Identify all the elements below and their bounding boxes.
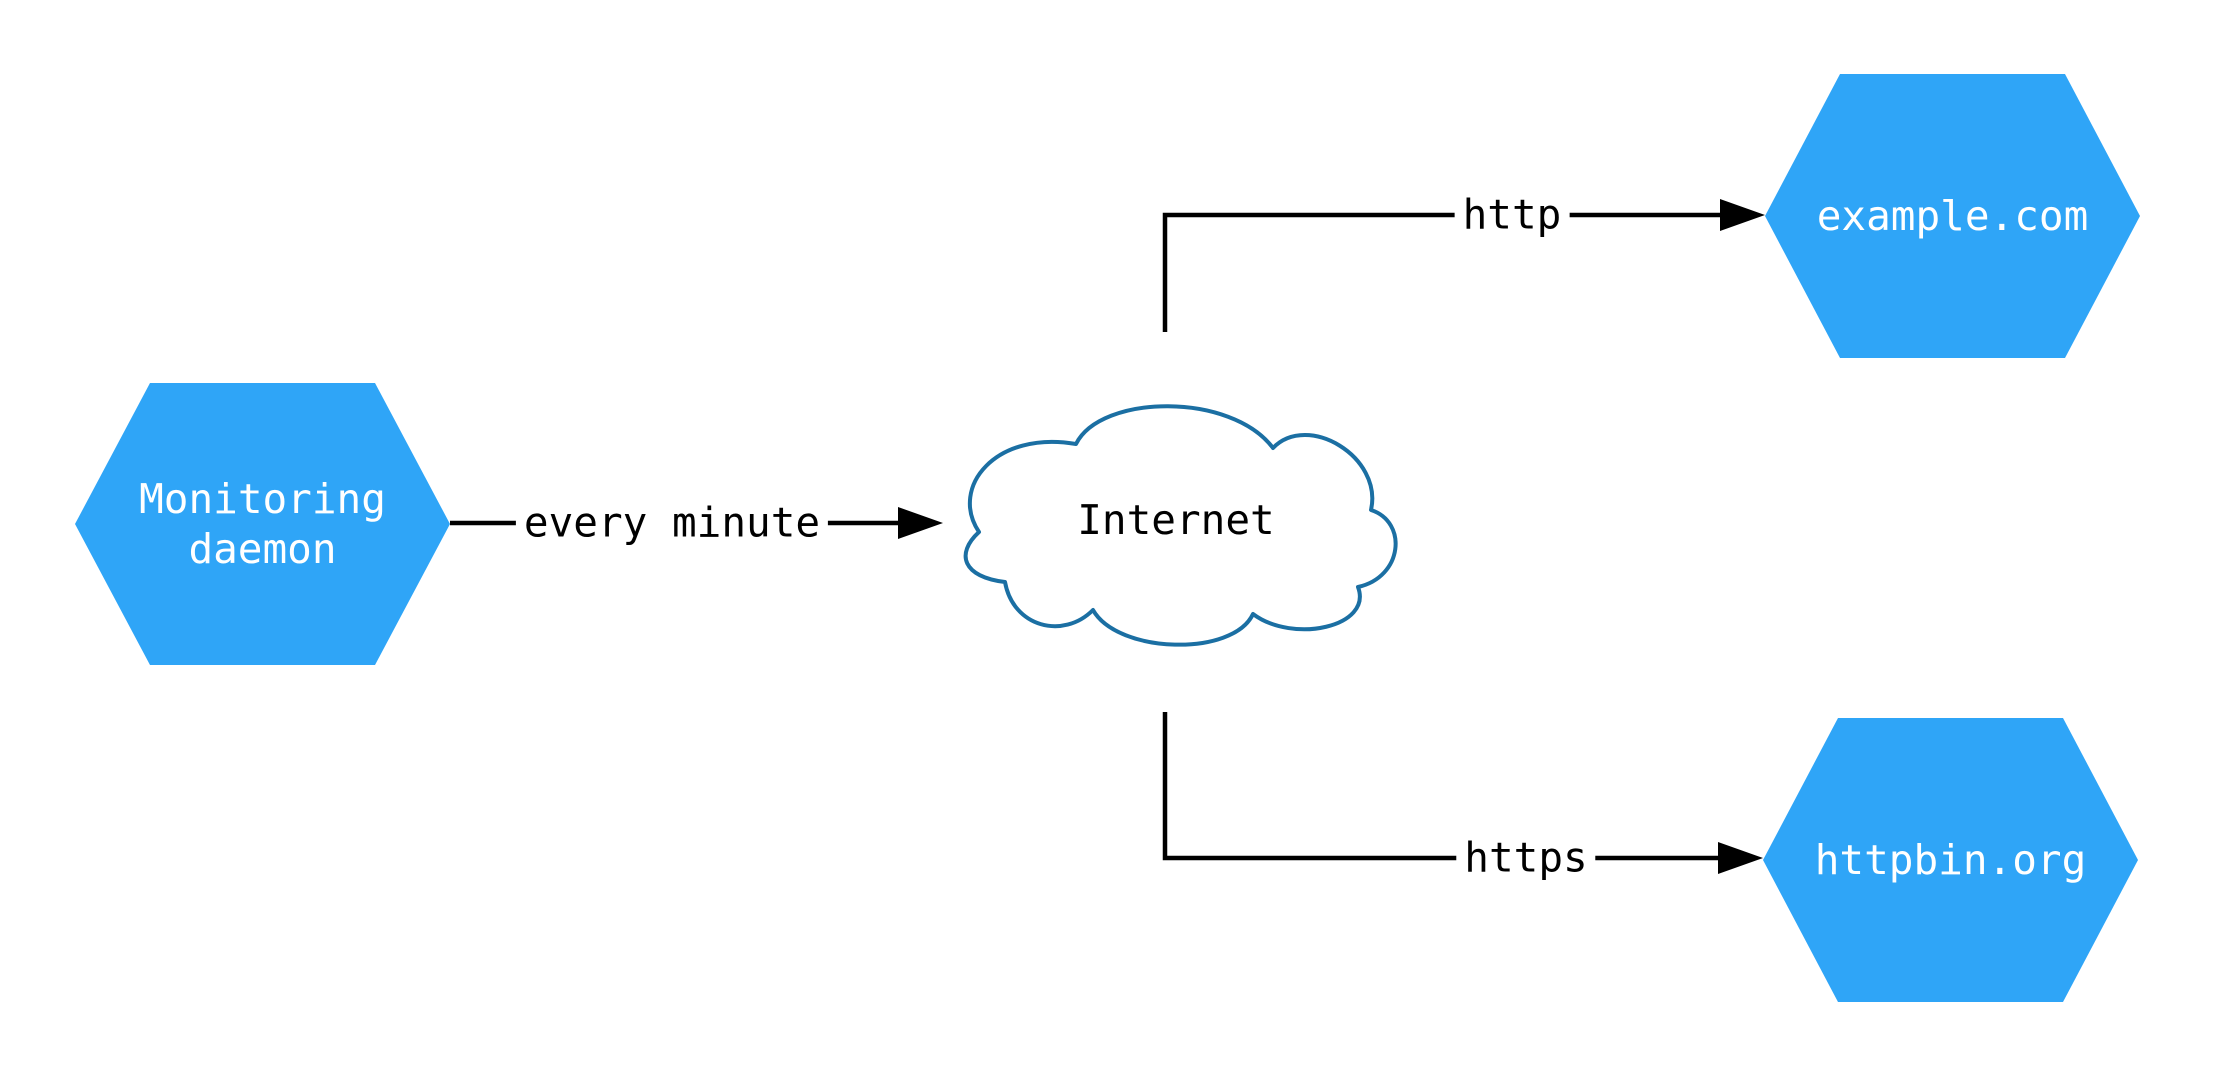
edge-https-label: https: [1456, 835, 1596, 881]
node-example-com: example.com: [1765, 74, 2140, 358]
edge-every-minute-label: every minute: [515, 500, 829, 546]
edge-http-arrowhead-icon: [1720, 199, 1765, 231]
node-internet: Internet: [941, 380, 1411, 659]
edge-every-minute-arrowhead-icon: [898, 507, 943, 539]
node-internet-label: Internet: [1077, 495, 1275, 544]
edge-https-line: [1162, 712, 1722, 861]
node-monitoring-daemon: Monitoring daemon: [75, 383, 450, 665]
node-httpbin-org-label: httpbin.org: [1814, 835, 2087, 884]
edge-https-arrowhead-icon: [1718, 842, 1763, 874]
cloud-outline: [963, 404, 1398, 647]
edge-http-label: http: [1454, 192, 1570, 238]
node-httpbin-org: httpbin.org: [1763, 718, 2138, 1002]
node-example-com-label: example.com: [1816, 191, 2089, 240]
node-monitoring-daemon-label: Monitoring daemon: [139, 474, 386, 573]
cloud-icon: [963, 404, 1398, 647]
edge-http-line: [1162, 212, 1724, 332]
